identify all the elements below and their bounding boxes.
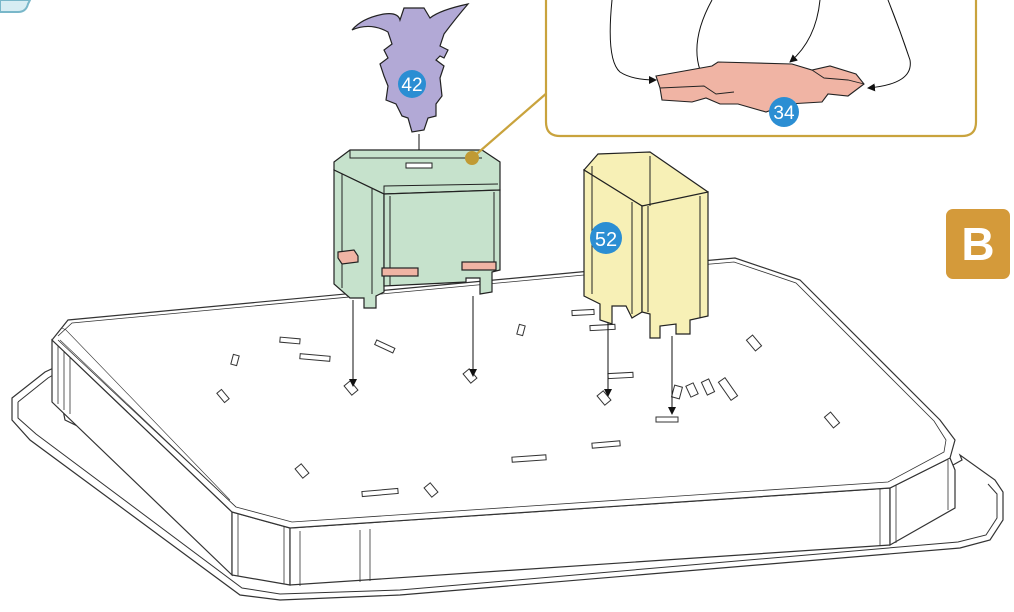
green-block-side (384, 190, 500, 294)
part-52-yellow-block: 52 (584, 152, 708, 338)
part-42-label: 42 (401, 75, 422, 96)
base-plate (12, 258, 1003, 600)
previous-frame-edge (0, 0, 30, 12)
part-52-label: 52 (595, 229, 617, 251)
bunny-piece-shape (352, 4, 468, 132)
yellow-block-side (642, 192, 708, 338)
detail-callout: 34 (546, 0, 976, 136)
section-letter-badge: B (946, 209, 1010, 279)
callout-anchor-dot (465, 151, 479, 165)
part-34-label: 34 (773, 103, 795, 124)
green-block-tab-mid (382, 268, 418, 276)
green-block-tab-left (338, 250, 358, 264)
callout-connector (472, 92, 548, 158)
part-42-bunny-piece: 42 (352, 4, 468, 132)
green-block-tab-right (462, 262, 496, 270)
